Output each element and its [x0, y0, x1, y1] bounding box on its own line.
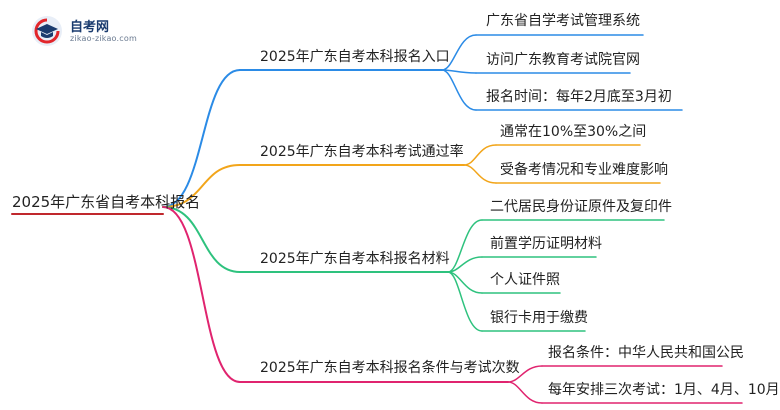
leaf-node: 前置学历证明材料	[490, 236, 602, 252]
leaf-node: 访问广东教育考试院官网	[486, 52, 640, 68]
branch-connector	[162, 206, 241, 273]
leaf-connector	[441, 69, 477, 111]
mind-map: 自考网 zikao-zikao.com 2025年广东省自考本科报名 2025年…	[11, 13, 780, 404]
logo-url: zikao-zikao.com	[70, 34, 137, 43]
graduation-cap-icon	[32, 16, 62, 46]
branch-node: 2025年广东自考本科考试通过率	[260, 144, 464, 160]
leaf-connector	[463, 164, 497, 184]
leaf-node: 报名时间：每年2月底至3月初	[486, 89, 672, 105]
root-node: 2025年广东省自考本科报名	[12, 193, 201, 211]
leaf-node: 报名条件：中华人民共和国公民	[548, 345, 744, 361]
leaf-node: 受备考情况和专业难度影响	[500, 162, 668, 178]
leaf-node: 通常在10%至30%之间	[500, 124, 647, 140]
branch-connector	[162, 69, 241, 208]
branch-node: 2025年广东自考本科报名条件与考试次数	[260, 360, 520, 376]
leaf-connector	[447, 219, 483, 273]
leaf-connector	[447, 256, 483, 273]
branch-connector	[162, 164, 241, 208]
mind-map-links	[11, 34, 743, 404]
site-logo: 自考网 zikao-zikao.com	[30, 14, 140, 54]
branch-node: 2025年广东自考本科报名材料	[260, 251, 450, 267]
leaf-connector	[507, 381, 543, 404]
leaf-connector	[507, 365, 543, 383]
leaf-node: 个人证件照	[490, 272, 560, 288]
branch-node: 2025年广东自考本科报名入口	[260, 49, 450, 65]
leaf-connector	[463, 144, 497, 166]
leaf-node: 二代居民身份证原件及复印件	[490, 199, 672, 215]
leaf-node: 每年安排三次考试：1月、4月、10月	[548, 382, 780, 398]
leaf-node: 广东省自学考试管理系统	[486, 13, 640, 29]
leaf-connector	[447, 271, 483, 332]
branch-connector	[162, 206, 241, 383]
leaf-node: 银行卡用于缴费	[490, 310, 588, 326]
leaf-connector	[441, 34, 477, 71]
logo-title: 自考网	[70, 20, 110, 35]
